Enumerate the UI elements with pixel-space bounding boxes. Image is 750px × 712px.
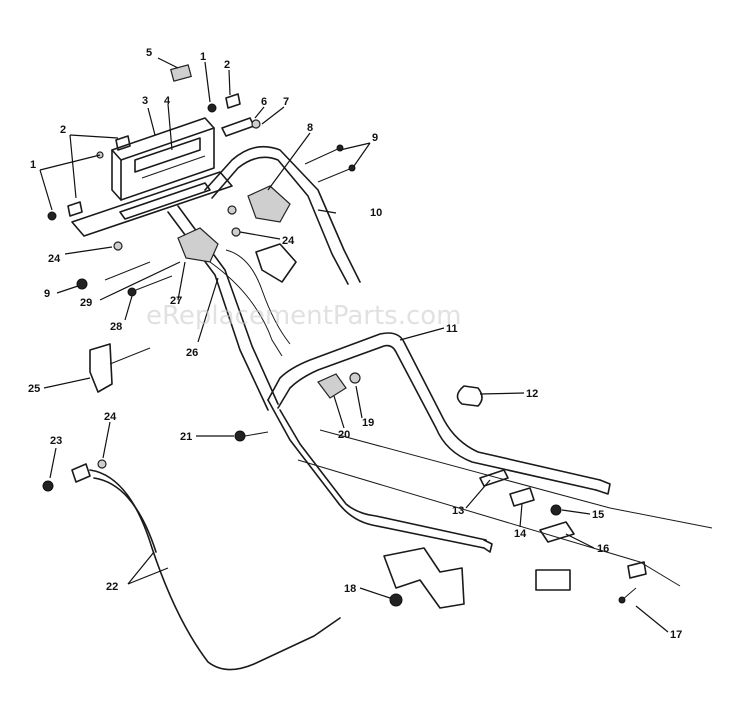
callout-5: 5 bbox=[146, 47, 152, 59]
callout-23: 23 bbox=[50, 435, 62, 447]
callout-20: 20 bbox=[338, 429, 350, 441]
callout-24-left: 24 bbox=[48, 253, 61, 265]
callout-15: 15 bbox=[592, 509, 604, 521]
callout-1-left: 1 bbox=[30, 159, 36, 171]
callout-2-top: 2 bbox=[224, 59, 230, 71]
watermark: eReplacementParts.com bbox=[146, 301, 462, 331]
callout-22: 22 bbox=[106, 581, 118, 593]
handle-panel-assembly bbox=[47, 64, 261, 237]
callout-26: 26 bbox=[186, 347, 198, 359]
callout-9-left: 9 bbox=[44, 288, 50, 300]
callout-3: 3 bbox=[142, 95, 148, 107]
callout-18: 18 bbox=[344, 583, 356, 595]
callout-13: 13 bbox=[452, 505, 464, 517]
upper-handle bbox=[76, 144, 361, 411]
callout-25: 25 bbox=[28, 383, 40, 395]
callout-9-top: 9 bbox=[372, 132, 378, 144]
callout-24-right: 24 bbox=[282, 235, 295, 247]
control-cable bbox=[42, 459, 341, 671]
callout-21: 21 bbox=[180, 431, 192, 443]
callout-27: 27 bbox=[170, 295, 182, 307]
callout-12: 12 bbox=[526, 388, 538, 400]
callout-24-cable: 24 bbox=[104, 411, 117, 423]
callout-10: 10 bbox=[370, 207, 382, 219]
callout-4: 4 bbox=[164, 95, 171, 107]
lower-handle bbox=[89, 332, 713, 609]
callout-7: 7 bbox=[283, 96, 289, 108]
callout-14: 14 bbox=[514, 528, 527, 540]
callout-29: 29 bbox=[80, 297, 92, 309]
leader-lines bbox=[39, 57, 669, 633]
callout-11: 11 bbox=[446, 323, 458, 335]
callout-labels: 5 1 2 3 4 6 7 8 9 2 1 10 24 24 9 29 27 2… bbox=[28, 47, 682, 641]
callout-17: 17 bbox=[670, 629, 682, 641]
callout-19: 19 bbox=[362, 417, 374, 429]
callout-2-left: 2 bbox=[60, 124, 66, 136]
callout-28: 28 bbox=[110, 321, 122, 333]
callout-1-top: 1 bbox=[200, 51, 206, 63]
callout-6: 6 bbox=[261, 96, 267, 108]
callout-16: 16 bbox=[597, 543, 609, 555]
callout-8: 8 bbox=[307, 122, 313, 134]
